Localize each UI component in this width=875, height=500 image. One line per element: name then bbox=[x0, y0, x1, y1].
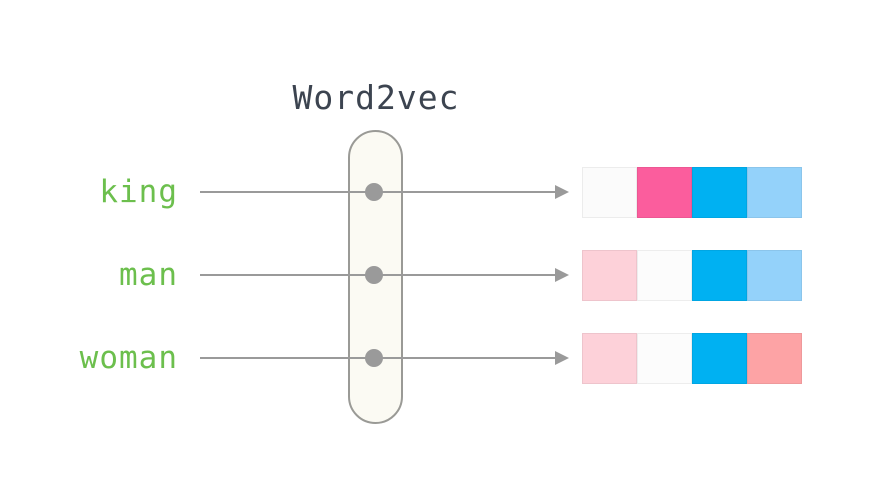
embedding-cell bbox=[747, 167, 802, 218]
embedding-vector-king bbox=[582, 167, 802, 218]
arrowhead-icon bbox=[555, 268, 569, 282]
embedding-cell bbox=[637, 250, 692, 301]
embedding-cell bbox=[582, 250, 637, 301]
embedding-cell bbox=[637, 167, 692, 218]
arrowhead-icon bbox=[555, 351, 569, 365]
mapping-dot bbox=[365, 349, 383, 367]
mapping-dot bbox=[365, 266, 383, 284]
embedding-cell bbox=[747, 250, 802, 301]
word-label-king: king bbox=[99, 174, 178, 210]
diagram-title: Word2vec bbox=[292, 78, 460, 117]
embedding-vector-man bbox=[582, 250, 802, 301]
word-label-man: man bbox=[119, 257, 178, 293]
word-label-woman: woman bbox=[79, 340, 178, 376]
arrowhead-icon bbox=[555, 185, 569, 199]
embedding-cell bbox=[582, 333, 637, 384]
embedding-cell bbox=[582, 167, 637, 218]
embedding-cell bbox=[747, 333, 802, 384]
embedding-cell bbox=[692, 333, 747, 384]
embedding-cell bbox=[692, 167, 747, 218]
embedding-cell bbox=[692, 250, 747, 301]
mapping-dot bbox=[365, 183, 383, 201]
embedding-vector-woman bbox=[582, 333, 802, 384]
embedding-cell bbox=[637, 333, 692, 384]
